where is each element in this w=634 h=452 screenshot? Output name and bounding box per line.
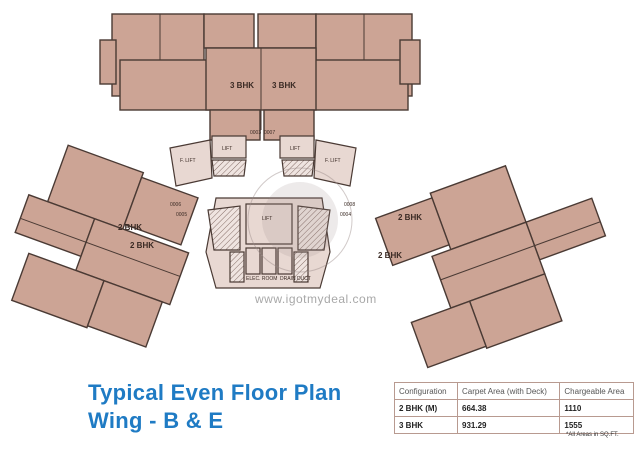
flat-number: 0008 [344,202,355,208]
label-drain-duct: DRAIN DUCT [280,276,311,282]
plan-title-line1: Typical Even Floor Plan [88,380,342,405]
flat-number: 0004 [340,212,351,218]
watermark-emblem [247,167,353,273]
table-row: 2 BHK (M) 664.38 1110 [393,399,634,417]
lift-left-top [211,135,247,159]
label-lift-small-right: LIFT [290,146,300,152]
flat-number: 0006 [170,202,181,208]
room-label-right-lower: 2 BHK [378,251,402,260]
table-cell: 664.38 [457,399,561,417]
table-header: Chargeable Area [559,382,634,400]
table-cell: 3 BHK [393,416,459,434]
fire-lift-left [169,139,213,187]
table-header-row: Configuration Carpet Area (with Deck) Ch… [393,382,634,400]
area-note: *All Areas in SQ.FT. [566,432,619,438]
central-core [205,197,331,289]
table-cell: 2 BHK (M) [393,399,459,417]
lift-right-top [279,135,315,159]
table-header: Carpet Area (with Deck) [457,382,561,400]
flat-number: 0005 [176,212,187,218]
room-label-top-right: 3 BHK [272,81,296,90]
room-label-left-lower: 2 BHK [130,241,154,250]
flat-number: 0003 [250,130,261,136]
floor-plan: 3 BHK 3 BHK 2 BHK 2 BHK 2 BHK 2 BHK LIFT… [10,13,607,369]
label-fire-lift-right: F. LIFT [325,158,341,164]
table-header: Configuration [393,382,459,400]
watermark-text: www.igotmydeal.com [255,292,377,306]
room-label-top-left: 3 BHK [230,81,254,90]
room-label-left-upper: 2 BHK [118,223,142,232]
label-lift-small-left: LIFT [222,146,232,152]
label-elec-room: ELEC. ROOM [246,276,277,282]
table-cell: 931.29 [457,416,561,434]
label-lift: LIFT [262,216,272,222]
left-wing [10,144,199,348]
room-label-right-upper: 2 BHK [398,213,422,222]
flat-number: 0007 [264,130,275,136]
label-fire-lift-left: F. LIFT [180,158,196,164]
right-wing [374,164,607,369]
area-table: Configuration Carpet Area (with Deck) Ch… [393,382,634,434]
table-row: 3 BHK 931.29 1555 [393,416,634,434]
table-cell: 1555 [559,416,634,434]
fire-lift-right [313,139,357,187]
table-cell: 1110 [559,399,634,417]
top-wing [99,13,421,141]
plan-title-line2: Wing - B & E [88,408,224,433]
plan-title: Typical Even Floor Plan Wing - B & E [88,379,341,435]
